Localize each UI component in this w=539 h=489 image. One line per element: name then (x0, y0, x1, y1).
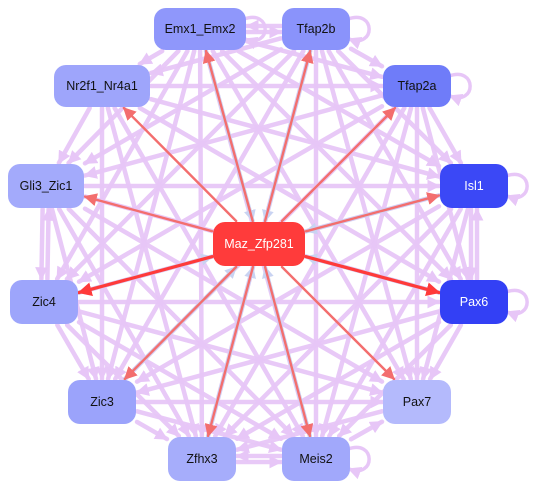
edge-tfap2a-to-gli3_zic1 (82, 93, 385, 179)
edge-tfap2a-to-zfhx3 (213, 105, 407, 439)
edge-meis2-to-pax7 (348, 419, 385, 442)
edge-tfap2b-to-tfap2a (348, 46, 385, 69)
edge-hub-to-nr2f1_nr4a1 (122, 106, 238, 223)
self-loop-tfap2a (448, 72, 472, 107)
edge-pax6-to-pax7 (427, 322, 464, 382)
edge-hub-to-isl1 (304, 192, 441, 233)
edge-isl1-to-zic3 (134, 204, 442, 384)
edge-gli3_zic1-to-zic4 (35, 206, 49, 282)
node-pax7[interactable]: Pax7 (383, 380, 451, 424)
node-nr2f1-nr4a1[interactable]: Nr2f1_Nr4a1 (54, 65, 150, 107)
self-loop-meis2 (347, 445, 371, 480)
node-pax6[interactable]: Pax6 (440, 280, 508, 324)
node-tfap2a[interactable]: Tfap2a (383, 65, 451, 107)
edge-hub-to-meis2 (263, 265, 314, 438)
node-gli3-zic1[interactable]: Gli3_Zic1 (8, 164, 84, 208)
edge-tfap2b-to-zic3 (112, 48, 306, 382)
edge-nr2f1_nr4a1-to-gli3_zic1 (56, 105, 92, 166)
edge-zic4-to-zic3 (55, 322, 91, 382)
node-zic4[interactable]: Zic4 (10, 280, 78, 324)
node-meis2[interactable]: Meis2 (282, 437, 350, 481)
edge-hub-to-pax6 (304, 255, 441, 297)
edge-zic4-to-gli3_zic1 (41, 206, 55, 282)
node-zic3[interactable]: Zic3 (68, 380, 136, 424)
edge-tfap2a-to-zic4 (76, 104, 385, 284)
edge-hub-to-pax7 (280, 265, 396, 381)
edge-tfap2a-to-isl1 (427, 105, 464, 166)
edge-nr2f1_nr4a1-to-meis2 (112, 105, 306, 439)
edge-nr2f1_nr4a1-to-pax6 (137, 105, 442, 284)
edge-pax6-to-zfhx3 (234, 319, 442, 442)
node-tfap2b[interactable]: Tfap2b (282, 8, 350, 50)
node-maz-zfp281-hub[interactable]: Maz_Zfp281 (213, 222, 305, 266)
self-loop-pax6 (505, 288, 529, 323)
edge-hub-to-zfhx3 (204, 265, 255, 438)
edge-emx1_emx2-to-nr2f1_nr4a1 (137, 48, 165, 67)
node-zfhx3[interactable]: Zfhx3 (168, 437, 236, 481)
edge-hub-to-tfap2b (263, 49, 314, 223)
self-loop-isl1 (505, 172, 529, 207)
edge-tfap2b-to-nr2f1_nr4a1 (148, 36, 284, 77)
edge-zic3-to-zfhx3 (134, 419, 170, 442)
self-loop-emx1_emx2 (243, 15, 267, 50)
edge-hub-to-tfap2a (280, 106, 397, 223)
edge-hub-to-emx1_emx2 (202, 49, 254, 223)
edge-hub-to-zic4 (77, 255, 214, 297)
edge-hub-to-zic3 (123, 265, 238, 381)
edge-hub-to-gli3_zic1 (83, 193, 214, 233)
edge-emx1_emx2-to-pax7 (210, 48, 406, 382)
node-emx1-emx2[interactable]: Emx1_Emx2 (154, 8, 246, 50)
edge-gli3_zic1-to-pax7 (82, 206, 385, 384)
edge-nr2f1_nr4a1-to-isl1 (148, 96, 442, 180)
self-loop-tfap2b (347, 15, 371, 50)
edge-emx1_emx2-to-zfhx3 (195, 48, 209, 439)
node-isl1[interactable]: Isl1 (440, 164, 508, 208)
